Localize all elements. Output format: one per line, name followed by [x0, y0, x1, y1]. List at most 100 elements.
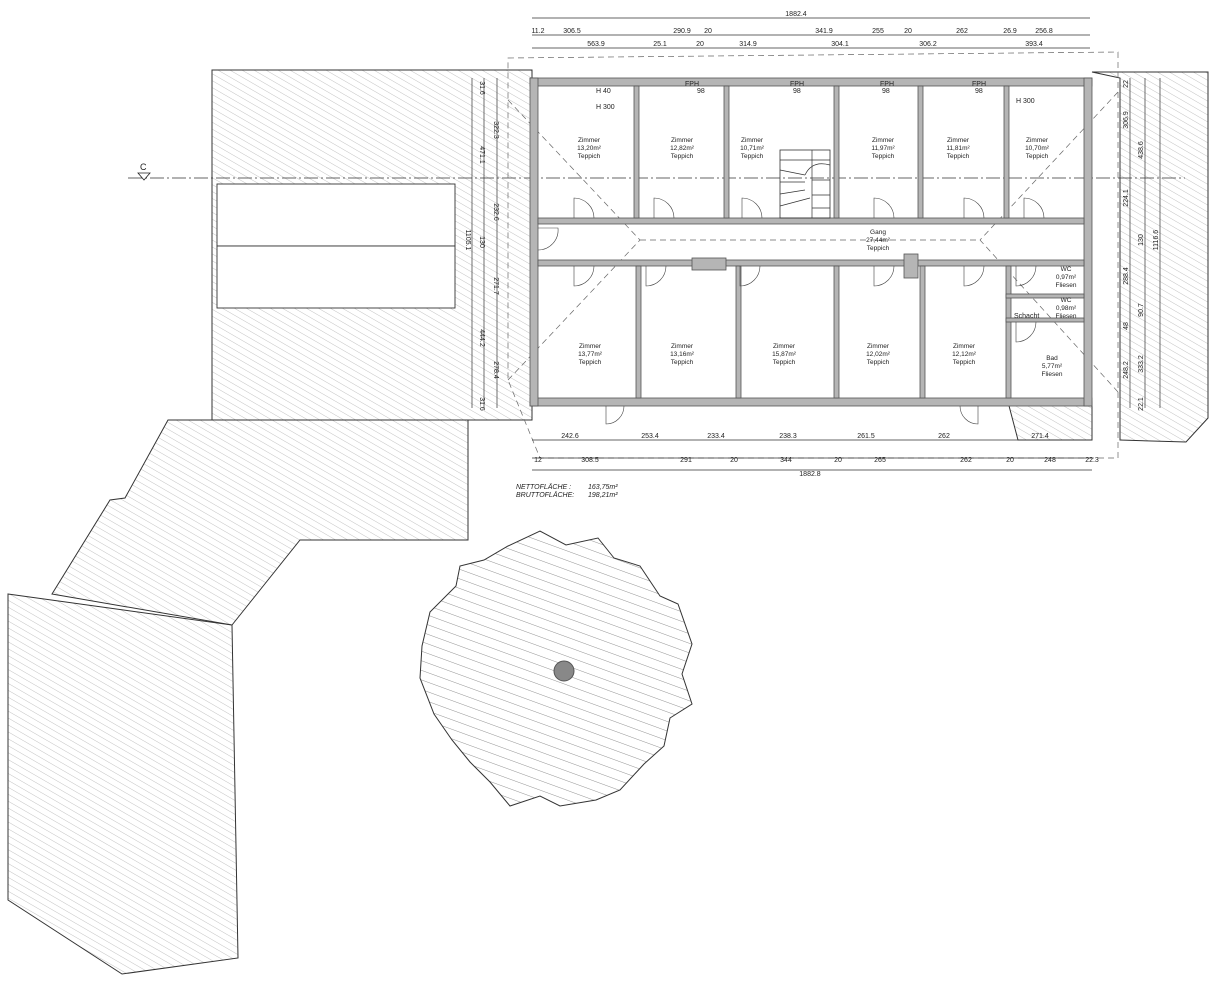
room-area: 13,16m² — [670, 351, 695, 358]
room-label: Zimmer — [872, 137, 895, 144]
section-marker-arrow — [137, 172, 151, 181]
dim-right: 224.1 — [1123, 189, 1130, 207]
sink-label: Schacht — [1014, 313, 1039, 320]
outer-wall-top — [529, 77, 1093, 87]
dim-bottom: 233.4 — [707, 433, 725, 440]
room-area: 10,70m² — [1025, 145, 1050, 152]
room-label: Zimmer — [741, 137, 764, 144]
dim-left: 322.3 — [492, 121, 499, 139]
room-floor: Teppich — [1026, 153, 1049, 160]
dim-top: 20 — [704, 28, 712, 35]
dim-left: 271.7 — [492, 277, 499, 295]
room-label: Gang — [870, 229, 886, 236]
room-floor: Teppich — [578, 153, 601, 160]
room-floor: Teppich — [773, 359, 796, 366]
roof-window-lower — [216, 245, 456, 309]
fph-label: FPH — [880, 81, 894, 88]
dim-top: 20 — [696, 41, 704, 48]
fph-label: FPH — [972, 81, 986, 88]
room-floor: Teppich — [741, 153, 764, 160]
room-label: Bad — [1046, 355, 1058, 362]
room-label: WC — [1061, 266, 1072, 273]
dim-top-overall: 1882.4 — [785, 11, 807, 18]
terrain-diagonal — [51, 419, 469, 626]
area-summary: NETTOFLÄCHE : 163,75m² BRUTTOFLÄCHE: 198… — [516, 483, 618, 499]
room-area: 12,82m² — [670, 145, 695, 152]
room-floor: Teppich — [867, 245, 890, 252]
dim-top: 290.9 — [673, 28, 691, 35]
dim-bottom: 238.3 — [779, 433, 797, 440]
dim-bottom: 271.4 — [1031, 433, 1049, 440]
window-height: H 300 — [596, 104, 615, 111]
dim-bottom: 12 — [534, 457, 542, 464]
dim-top: 304.1 — [831, 41, 849, 48]
netto-value: 163,75m² — [588, 484, 618, 491]
dim-left: 444.2 — [478, 329, 485, 347]
room-floor: Fliesen — [1056, 313, 1077, 320]
room-label: Zimmer — [953, 343, 976, 350]
room-label: WC — [1061, 297, 1072, 304]
dim-bottom: 344 — [780, 457, 792, 464]
dim-top: 11.2 — [531, 28, 544, 35]
dim-top: 563.9 — [587, 41, 605, 48]
room-floor: Teppich — [872, 153, 895, 160]
roof-outline — [507, 51, 1119, 459]
room-floor: Teppich — [947, 153, 970, 160]
room-area: 27,44m² — [866, 237, 891, 244]
room-floor: Fliesen — [1056, 282, 1077, 289]
room-area: 0,98m² — [1056, 305, 1077, 312]
dim-top: 256.8 — [1035, 28, 1053, 35]
dim-bottom: 22.3 — [1085, 457, 1099, 464]
dim-top: 26.9 — [1003, 28, 1017, 35]
dim-left: 278.4 — [492, 361, 499, 379]
staircase — [779, 149, 831, 219]
roof-ridge-right-1 — [979, 91, 1119, 241]
tree-trunk — [553, 660, 575, 682]
room-label: Zimmer — [773, 343, 796, 350]
netto-label: NETTOFLÄCHE : — [516, 483, 571, 491]
dim-right: 48 — [1123, 322, 1130, 330]
dim-bottom-overall: 1882.8 — [799, 471, 821, 478]
dim-right: 288.4 — [1123, 267, 1130, 285]
opening-labels: FPH 98 FPH 98 FPH 98 FPH 98 H 40 H 300 H… — [596, 81, 1039, 320]
dim-top: 306.5 — [563, 28, 581, 35]
dim-top: 306.2 — [919, 41, 937, 48]
room-area: 5,77m² — [1042, 363, 1063, 370]
dim-right: 306.9 — [1123, 111, 1130, 129]
room-label: Zimmer — [578, 137, 601, 144]
dim-top: 20 — [904, 28, 912, 35]
dim-top: 25.1 — [653, 41, 667, 48]
dim-left: 471.1 — [478, 146, 485, 164]
room-floor: Teppich — [671, 153, 694, 160]
dim-bottom: 20 — [730, 457, 738, 464]
brutto-value: 198,21m² — [588, 492, 618, 499]
dim-bottom: 261.5 — [857, 433, 875, 440]
outer-wall-left — [529, 77, 539, 407]
dim-right: 130 — [1138, 234, 1145, 246]
dim-bottom: 262 — [938, 433, 950, 440]
room-area: 11,97m² — [871, 145, 895, 152]
fph-value: 98 — [793, 88, 801, 95]
room-area: 0,97m² — [1056, 274, 1077, 281]
dim-right: 22 — [1123, 80, 1130, 88]
dim-right: 90.7 — [1138, 303, 1145, 317]
room-label: Zimmer — [867, 343, 890, 350]
dim-right: 248.2 — [1123, 361, 1130, 379]
fph-value: 98 — [882, 88, 890, 95]
fph-value: 98 — [975, 88, 983, 95]
room-area: 12,02m² — [866, 351, 891, 358]
room-label: Zimmer — [947, 137, 970, 144]
dim-top: 341.9 — [815, 28, 833, 35]
dim-right: 1116.6 — [1153, 230, 1160, 250]
room-labels: Zimmer 13,20m² Teppich Zimmer 12,82m² Te… — [577, 137, 1077, 378]
room-area: 13,77m² — [578, 351, 603, 358]
room-area: 15,87m² — [772, 351, 797, 358]
room-label: Zimmer — [1026, 137, 1049, 144]
fph-value: 98 — [697, 88, 705, 95]
door-swings — [537, 197, 1045, 425]
dim-bottom: 308.5 — [581, 457, 599, 464]
dimension-lines — [471, 17, 1161, 471]
dim-right: 333.2 — [1138, 355, 1145, 373]
dim-top: 255 — [872, 28, 884, 35]
